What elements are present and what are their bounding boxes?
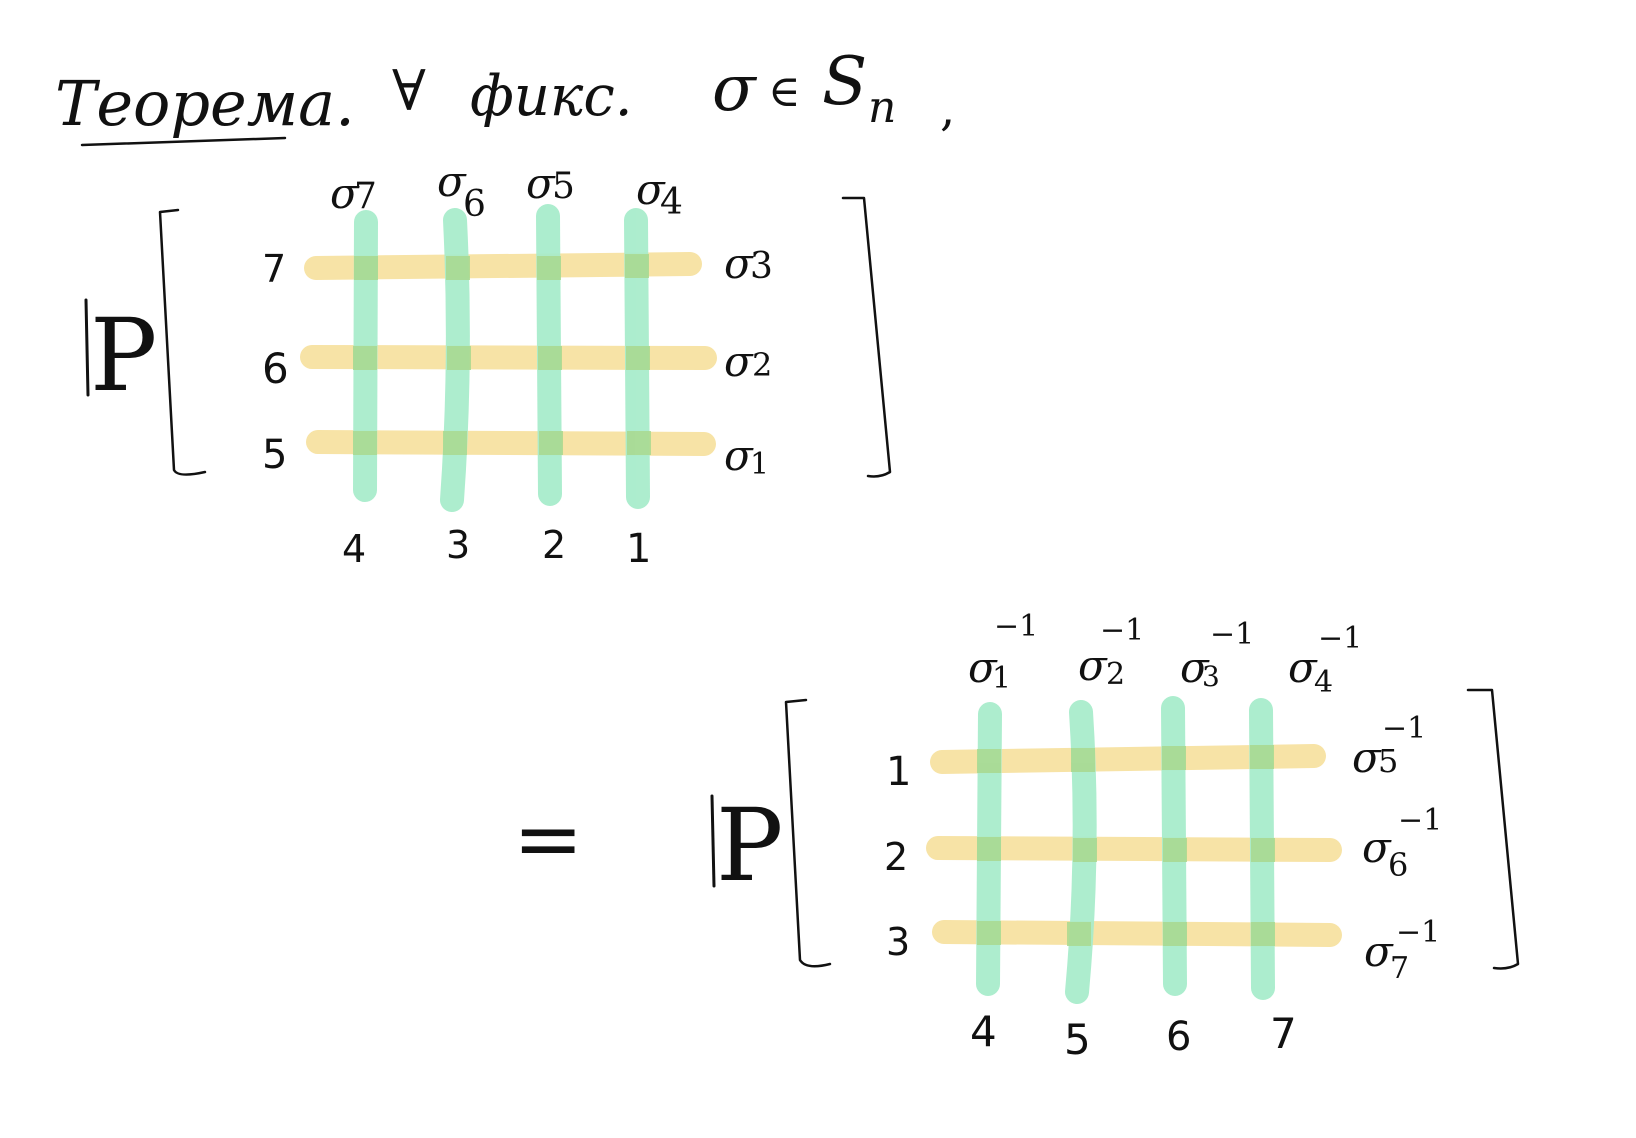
theorem-word: Теорема. xyxy=(55,67,355,140)
rhs-left-label: 1 xyxy=(886,749,911,795)
svg-text:6: 6 xyxy=(463,184,486,225)
lhs-top-labels: σ 7 σ 6 σ 5 σ 4 xyxy=(330,157,683,225)
rhs-bottom-labels: 4 5 6 7 xyxy=(970,1007,1297,1064)
rhs-right-label: σ 5 −1 xyxy=(1352,711,1426,782)
rhs-top-label: σ 4 −1 xyxy=(1288,621,1362,700)
lhs-left-label: 7 xyxy=(262,247,286,291)
svg-text:3: 3 xyxy=(750,246,773,287)
lhs-left-labels: 7 6 5 xyxy=(262,247,289,478)
rhs-top-label: σ 3 −1 xyxy=(1180,617,1254,693)
svg-text:−1: −1 xyxy=(1100,613,1144,648)
svg-text:−1: −1 xyxy=(1318,621,1362,656)
svg-text:−1: −1 xyxy=(1382,711,1426,746)
rhs-right-bracket xyxy=(1466,688,1520,970)
svg-text:σ: σ xyxy=(1362,823,1392,872)
lhs-right-bracket xyxy=(841,196,892,478)
lhs-crossings xyxy=(353,254,651,455)
svg-text:σ: σ xyxy=(526,159,556,208)
svg-text:σ: σ xyxy=(1078,641,1108,690)
lhs-top-label: σ 4 xyxy=(636,165,683,223)
lhs-top-label: σ 5 xyxy=(526,159,575,208)
lhs-top-label: σ 6 xyxy=(437,157,486,225)
svg-text:σ: σ xyxy=(330,169,360,218)
svg-text:6: 6 xyxy=(1388,846,1408,884)
lhs-bottom-label: 1 xyxy=(626,526,651,572)
lhs-left-bracket xyxy=(158,208,207,476)
svg-text:5: 5 xyxy=(1378,742,1398,780)
lhs-bottom-label: 2 xyxy=(542,523,566,567)
svg-text:−1: −1 xyxy=(1210,617,1254,652)
svg-text:2: 2 xyxy=(752,346,772,384)
rhs-top-label: σ 2 −1 xyxy=(1078,613,1144,692)
rhs-left-label: 3 xyxy=(886,920,910,964)
theorem-underline xyxy=(80,136,287,147)
svg-text:7: 7 xyxy=(354,176,377,217)
rhs-right-label: σ 6 −1 xyxy=(1362,803,1442,884)
lhs-bottom-label: 4 xyxy=(342,527,366,571)
svg-text:−1: −1 xyxy=(994,609,1038,644)
rhs-left-bracket xyxy=(784,698,832,968)
rhs-right-label: σ 7 −1 xyxy=(1364,915,1440,986)
rhs-top-labels: σ 1 −1 σ 2 −1 σ 3 −1 σ 4 −1 xyxy=(968,609,1362,700)
lhs-bottom-label: 3 xyxy=(446,523,470,567)
svg-text:σ: σ xyxy=(1180,643,1210,692)
svg-text:σ: σ xyxy=(968,643,998,692)
rhs-bottom-label: 4 xyxy=(970,1007,997,1056)
rhs-crossings xyxy=(977,745,1275,946)
fix-word: фикс. xyxy=(470,64,633,129)
lhs-right-labels: σ 3 σ 2 σ 1 xyxy=(724,239,773,482)
rhs-bottom-label: 6 xyxy=(1166,1014,1191,1060)
svg-text:4: 4 xyxy=(660,182,683,223)
svg-text:σ: σ xyxy=(724,239,754,288)
svg-text:7: 7 xyxy=(1390,951,1409,986)
svg-text:P: P xyxy=(90,297,157,414)
rhs-bottom-label: 5 xyxy=(1064,1015,1091,1064)
lhs-bottom-labels: 4 3 2 1 xyxy=(342,523,651,572)
svg-text:1: 1 xyxy=(992,661,1011,696)
rhs-left-label: 2 xyxy=(884,835,908,879)
svg-text:5: 5 xyxy=(552,166,575,207)
lhs-left-label: 6 xyxy=(262,344,289,393)
lhs-right-label: σ 2 xyxy=(724,337,772,386)
theorem-header: Теорема. ∀ фикс. σ ∈ S n , xyxy=(55,43,955,147)
header-comma: , xyxy=(940,81,955,137)
lhs-top-label: σ 7 xyxy=(330,169,377,218)
svg-text:−1: −1 xyxy=(1398,803,1442,838)
lhs-probability-symbol: P xyxy=(84,297,157,414)
svg-text:3: 3 xyxy=(1202,660,1220,693)
rhs-probability-symbol: P xyxy=(710,787,783,904)
lhs-right-label: σ 3 xyxy=(724,239,773,288)
svg-text:σ: σ xyxy=(724,431,754,480)
svg-text:σ: σ xyxy=(437,157,467,206)
lhs-expression: P xyxy=(84,157,892,572)
sigma-symbol: σ xyxy=(712,52,758,126)
svg-text:σ: σ xyxy=(724,337,754,386)
svg-text:σ: σ xyxy=(636,165,666,214)
lhs-left-label: 5 xyxy=(262,432,287,478)
rhs-expression: P xyxy=(710,609,1520,1064)
rhs-left-labels: 1 2 3 xyxy=(884,749,911,964)
svg-text:1: 1 xyxy=(750,447,769,482)
svg-text:σ: σ xyxy=(1352,733,1382,782)
svg-text:−1: −1 xyxy=(1396,915,1440,950)
element-of-symbol: ∈ xyxy=(768,66,801,117)
lhs-right-label: σ 1 xyxy=(724,431,769,482)
rhs-bottom-label: 7 xyxy=(1270,1009,1297,1058)
svg-text:σ: σ xyxy=(1364,927,1394,976)
rhs-right-labels: σ 5 −1 σ 6 −1 σ 7 −1 xyxy=(1352,711,1442,986)
svg-text:4: 4 xyxy=(1314,665,1333,700)
svg-text:2: 2 xyxy=(1106,657,1125,692)
symmetric-group-symbol: S xyxy=(822,43,867,120)
equals-sign: = xyxy=(513,790,583,888)
svg-text:σ: σ xyxy=(1288,643,1318,692)
symmetric-group-subscript: n xyxy=(868,82,896,133)
svg-text:P: P xyxy=(716,787,783,904)
rhs-top-label: σ 1 −1 xyxy=(968,609,1038,696)
forall-symbol: ∀ xyxy=(392,59,426,124)
